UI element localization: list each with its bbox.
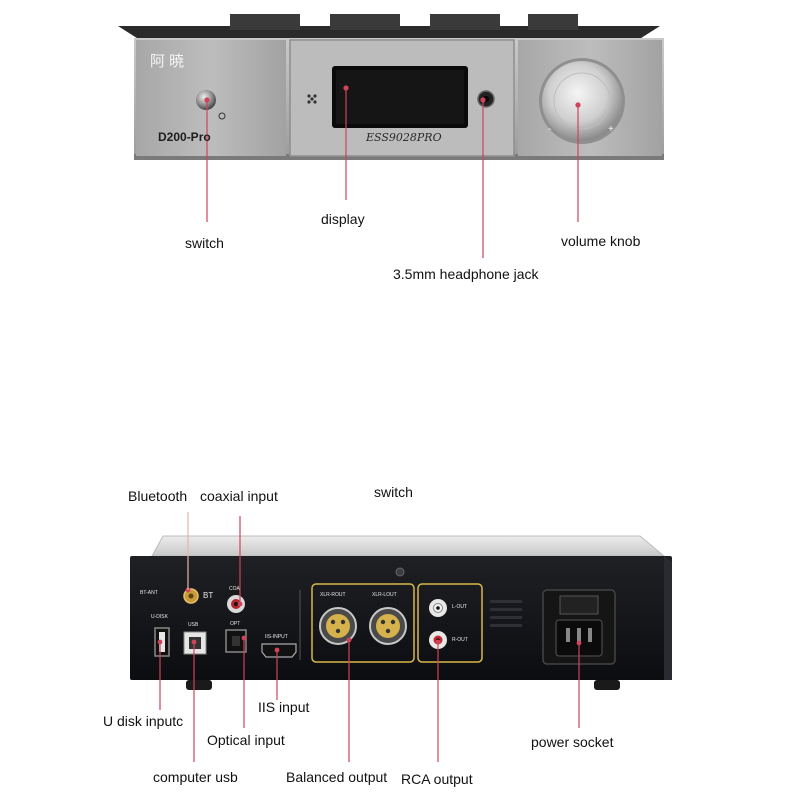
rear-bt-text: BT [203, 591, 214, 600]
callout-switch-rear: switch [374, 484, 413, 500]
callout-power-socket: power socket [531, 734, 614, 750]
front-callout-lines [206, 88, 579, 258]
callout-display: display [321, 211, 365, 227]
ir-sensor-icon [307, 94, 317, 104]
power-icon [218, 112, 226, 120]
brand-text: 阿暁 [150, 52, 189, 70]
callout-rca-output: RCA output [401, 771, 473, 787]
knob-plus: + [608, 124, 614, 135]
rear-coax-text: COA [229, 586, 240, 592]
rca-highlight-box [417, 583, 483, 663]
callout-headphone-jack: 3.5mm headphone jack [393, 266, 539, 282]
rear-panel [130, 535, 672, 690]
callout-switch-front: switch [185, 235, 224, 251]
callout-u-disk-input: U disk inputc [103, 713, 184, 729]
vent-slots [490, 600, 522, 627]
knob-minus: - [548, 124, 552, 135]
model-text: D200-Pro [158, 130, 211, 144]
callout-coaxial-input: coaxial input [200, 488, 278, 504]
rear-bt-ant-text: BT-ANT [140, 590, 158, 596]
xlr-highlight-box [311, 583, 415, 663]
chip-text: ESS9028PRO [366, 131, 442, 144]
callout-volume-knob: volume knob [561, 233, 641, 249]
rear-usb-text: USB [188, 622, 199, 628]
callout-balanced-output: Balanced output [286, 769, 388, 785]
rear-lid [151, 535, 666, 557]
rear-xlr-rout-text: XLR-ROUT [320, 592, 346, 598]
callout-iis-input: IIS input [258, 699, 310, 715]
rear-r-out-text: R-OUT [452, 637, 468, 643]
rear-u-disk-text: U-DISK [151, 614, 168, 620]
rear-opt-text: OPT [230, 621, 241, 627]
callout-bluetooth: Bluetooth [128, 488, 188, 504]
callout-computer-usb: computer usb [153, 769, 238, 785]
rear-iis-text: IIS-INPUT [265, 634, 288, 640]
rear-xlr-lout-text: XLR-LOUT [372, 592, 397, 598]
rear-callout-lines [159, 512, 580, 762]
callout-optical-input: Optical input [207, 732, 285, 748]
rear-l-out-text: L-OUT [452, 604, 467, 610]
front-panel [118, 14, 664, 160]
